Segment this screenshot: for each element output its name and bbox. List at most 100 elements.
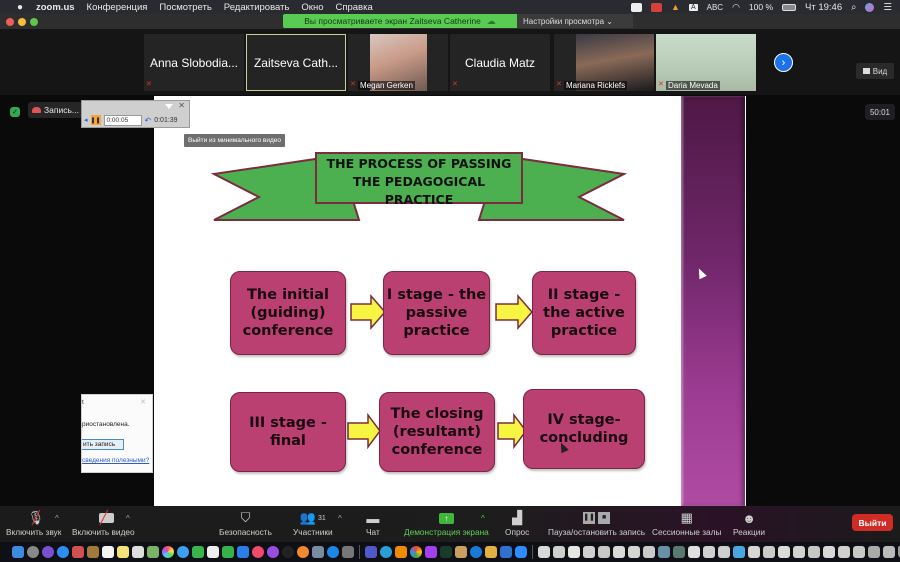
share-options-caret[interactable]: ^ bbox=[481, 514, 485, 523]
document-icon[interactable] bbox=[613, 546, 625, 558]
document-icon[interactable] bbox=[553, 546, 565, 558]
audio-options-caret[interactable]: ^ bbox=[55, 514, 59, 523]
zoom-status-icon[interactable] bbox=[631, 2, 643, 12]
document-icon[interactable] bbox=[853, 546, 865, 558]
unmute-button[interactable]: 🎙╱ Включить звук bbox=[6, 509, 61, 541]
document-icon[interactable] bbox=[718, 546, 730, 558]
participant-tile[interactable]: ✕ Megan Gerken bbox=[348, 34, 448, 91]
document-icon[interactable] bbox=[688, 546, 700, 558]
pause-stop-recording-button[interactable]: ❚❚■ Пауза/остановить запись bbox=[548, 509, 645, 541]
app-icon[interactable] bbox=[500, 546, 512, 558]
back-icon[interactable]: ◂ bbox=[84, 117, 88, 124]
document-icon[interactable] bbox=[763, 546, 775, 558]
breakout-rooms-button[interactable]: ▦ Сессионные залы bbox=[652, 509, 721, 541]
start-video-button[interactable]: ╱ Включить видео bbox=[72, 509, 135, 541]
video-options-caret[interactable]: ^ bbox=[126, 514, 130, 523]
collapse-triangle-icon[interactable] bbox=[165, 104, 173, 109]
preview-icon[interactable] bbox=[312, 546, 324, 558]
keyboard-layout[interactable]: ABC bbox=[706, 2, 724, 12]
document-icon[interactable] bbox=[643, 546, 655, 558]
pause-icon[interactable]: ❚❚ bbox=[90, 115, 101, 125]
calendar-icon[interactable] bbox=[102, 546, 114, 558]
calendar-status-icon[interactable] bbox=[651, 2, 663, 12]
teams-icon[interactable] bbox=[365, 546, 377, 558]
vlc-icon[interactable] bbox=[395, 546, 407, 558]
siri-icon[interactable] bbox=[42, 546, 54, 558]
reactions-button[interactable]: ☻ Реакции bbox=[733, 509, 765, 541]
undo-icon[interactable]: ↶ bbox=[144, 115, 152, 125]
input-source-icon[interactable]: A bbox=[688, 3, 698, 11]
document-icon[interactable] bbox=[658, 546, 670, 558]
maps-icon[interactable] bbox=[147, 546, 159, 558]
app-store-icon[interactable] bbox=[327, 546, 339, 558]
leave-meeting-button[interactable]: Выйти bbox=[852, 514, 893, 531]
document-icon[interactable] bbox=[823, 546, 835, 558]
document-icon[interactable] bbox=[628, 546, 640, 558]
document-icon[interactable] bbox=[838, 546, 850, 558]
document-icon[interactable] bbox=[733, 546, 745, 558]
document-icon[interactable] bbox=[868, 546, 880, 558]
chat-button[interactable]: ▬ Чат bbox=[366, 509, 380, 541]
menu-window[interactable]: Окно bbox=[301, 1, 324, 13]
photo-booth-icon[interactable] bbox=[72, 546, 84, 558]
podcasts-icon[interactable] bbox=[267, 546, 279, 558]
reminders-icon[interactable] bbox=[132, 546, 144, 558]
safari-icon[interactable] bbox=[57, 546, 69, 558]
freeform-icon[interactable] bbox=[207, 546, 219, 558]
keynote-icon[interactable] bbox=[237, 546, 249, 558]
app-icon[interactable] bbox=[455, 546, 467, 558]
share-screen-button[interactable]: ↑ Демонстрация экрана bbox=[404, 509, 489, 541]
document-icon[interactable] bbox=[793, 546, 805, 558]
app-icon[interactable] bbox=[470, 546, 482, 558]
numbers-icon[interactable] bbox=[222, 546, 234, 558]
participant-tile[interactable]: ✕ Daria Mevada bbox=[656, 34, 756, 91]
menu-view[interactable]: Посмотреть bbox=[159, 1, 212, 13]
security-button[interactable]: ⛉ Безопасность bbox=[219, 509, 272, 541]
participant-tile[interactable]: ✕ Mariana Ricklefs bbox=[554, 34, 654, 91]
battery-icon[interactable] bbox=[782, 3, 797, 11]
photos-icon[interactable] bbox=[162, 546, 174, 558]
participant-tile[interactable]: Anna Slobodia... ✕ bbox=[144, 34, 244, 91]
participants-options-caret[interactable]: ^ bbox=[338, 514, 342, 523]
document-icon[interactable] bbox=[703, 546, 715, 558]
launchpad-icon[interactable] bbox=[27, 546, 39, 558]
menu-app-name[interactable]: zoom.us bbox=[36, 1, 75, 13]
resume-recording-button[interactable]: ить запись bbox=[82, 439, 124, 450]
minimize-window-button[interactable] bbox=[18, 18, 26, 26]
close-window-button[interactable] bbox=[6, 18, 14, 26]
trash-icon[interactable] bbox=[898, 546, 900, 558]
menu-edit[interactable]: Редактировать bbox=[223, 1, 290, 13]
finder-icon[interactable] bbox=[12, 546, 24, 558]
apple-tv-icon[interactable] bbox=[282, 546, 294, 558]
polls-button[interactable]: ▟ Опрос bbox=[505, 509, 529, 541]
close-icon[interactable]: ✕ bbox=[178, 101, 185, 110]
telegram-icon[interactable] bbox=[380, 546, 392, 558]
apple-menu-icon[interactable]: ● bbox=[16, 1, 24, 13]
battery-percent[interactable]: 100 % bbox=[748, 2, 774, 12]
chrome-icon[interactable] bbox=[410, 546, 422, 558]
spotlight-search-icon[interactable]: ⌕ bbox=[851, 1, 857, 13]
siri-icon[interactable] bbox=[865, 2, 875, 12]
messages-icon[interactable] bbox=[177, 546, 189, 558]
menu-conference[interactable]: Конференция bbox=[86, 1, 148, 13]
notes-brown-icon[interactable] bbox=[87, 546, 99, 558]
recording-indicator[interactable]: Запись... bbox=[28, 102, 84, 118]
view-button[interactable]: Вид bbox=[856, 63, 894, 79]
mini-player-window[interactable]: ✕ ◂ ❚❚ 0:00:05 ↶ 0:01:39 bbox=[81, 100, 190, 128]
activity-monitor-icon[interactable] bbox=[440, 546, 452, 558]
next-page-button[interactable]: › bbox=[774, 53, 793, 72]
document-icon[interactable] bbox=[673, 546, 685, 558]
vlc-status-icon[interactable]: ▲ bbox=[671, 2, 680, 12]
close-icon[interactable]: ✕ bbox=[140, 399, 146, 406]
wifi-icon[interactable]: ◠ bbox=[732, 1, 740, 12]
books-icon[interactable] bbox=[297, 546, 309, 558]
clock[interactable]: Чт 19:46 bbox=[805, 1, 843, 13]
facetime-icon[interactable] bbox=[192, 546, 204, 558]
zoom-app-icon[interactable] bbox=[515, 546, 527, 558]
view-options-dropdown[interactable]: Настройки просмотра ⌄ bbox=[517, 14, 633, 28]
messenger-icon[interactable] bbox=[425, 546, 437, 558]
document-icon[interactable] bbox=[778, 546, 790, 558]
system-preferences-icon[interactable] bbox=[342, 546, 354, 558]
participant-tile[interactable]: Claudia Matz ✕ bbox=[450, 34, 550, 91]
document-icon[interactable] bbox=[883, 546, 895, 558]
